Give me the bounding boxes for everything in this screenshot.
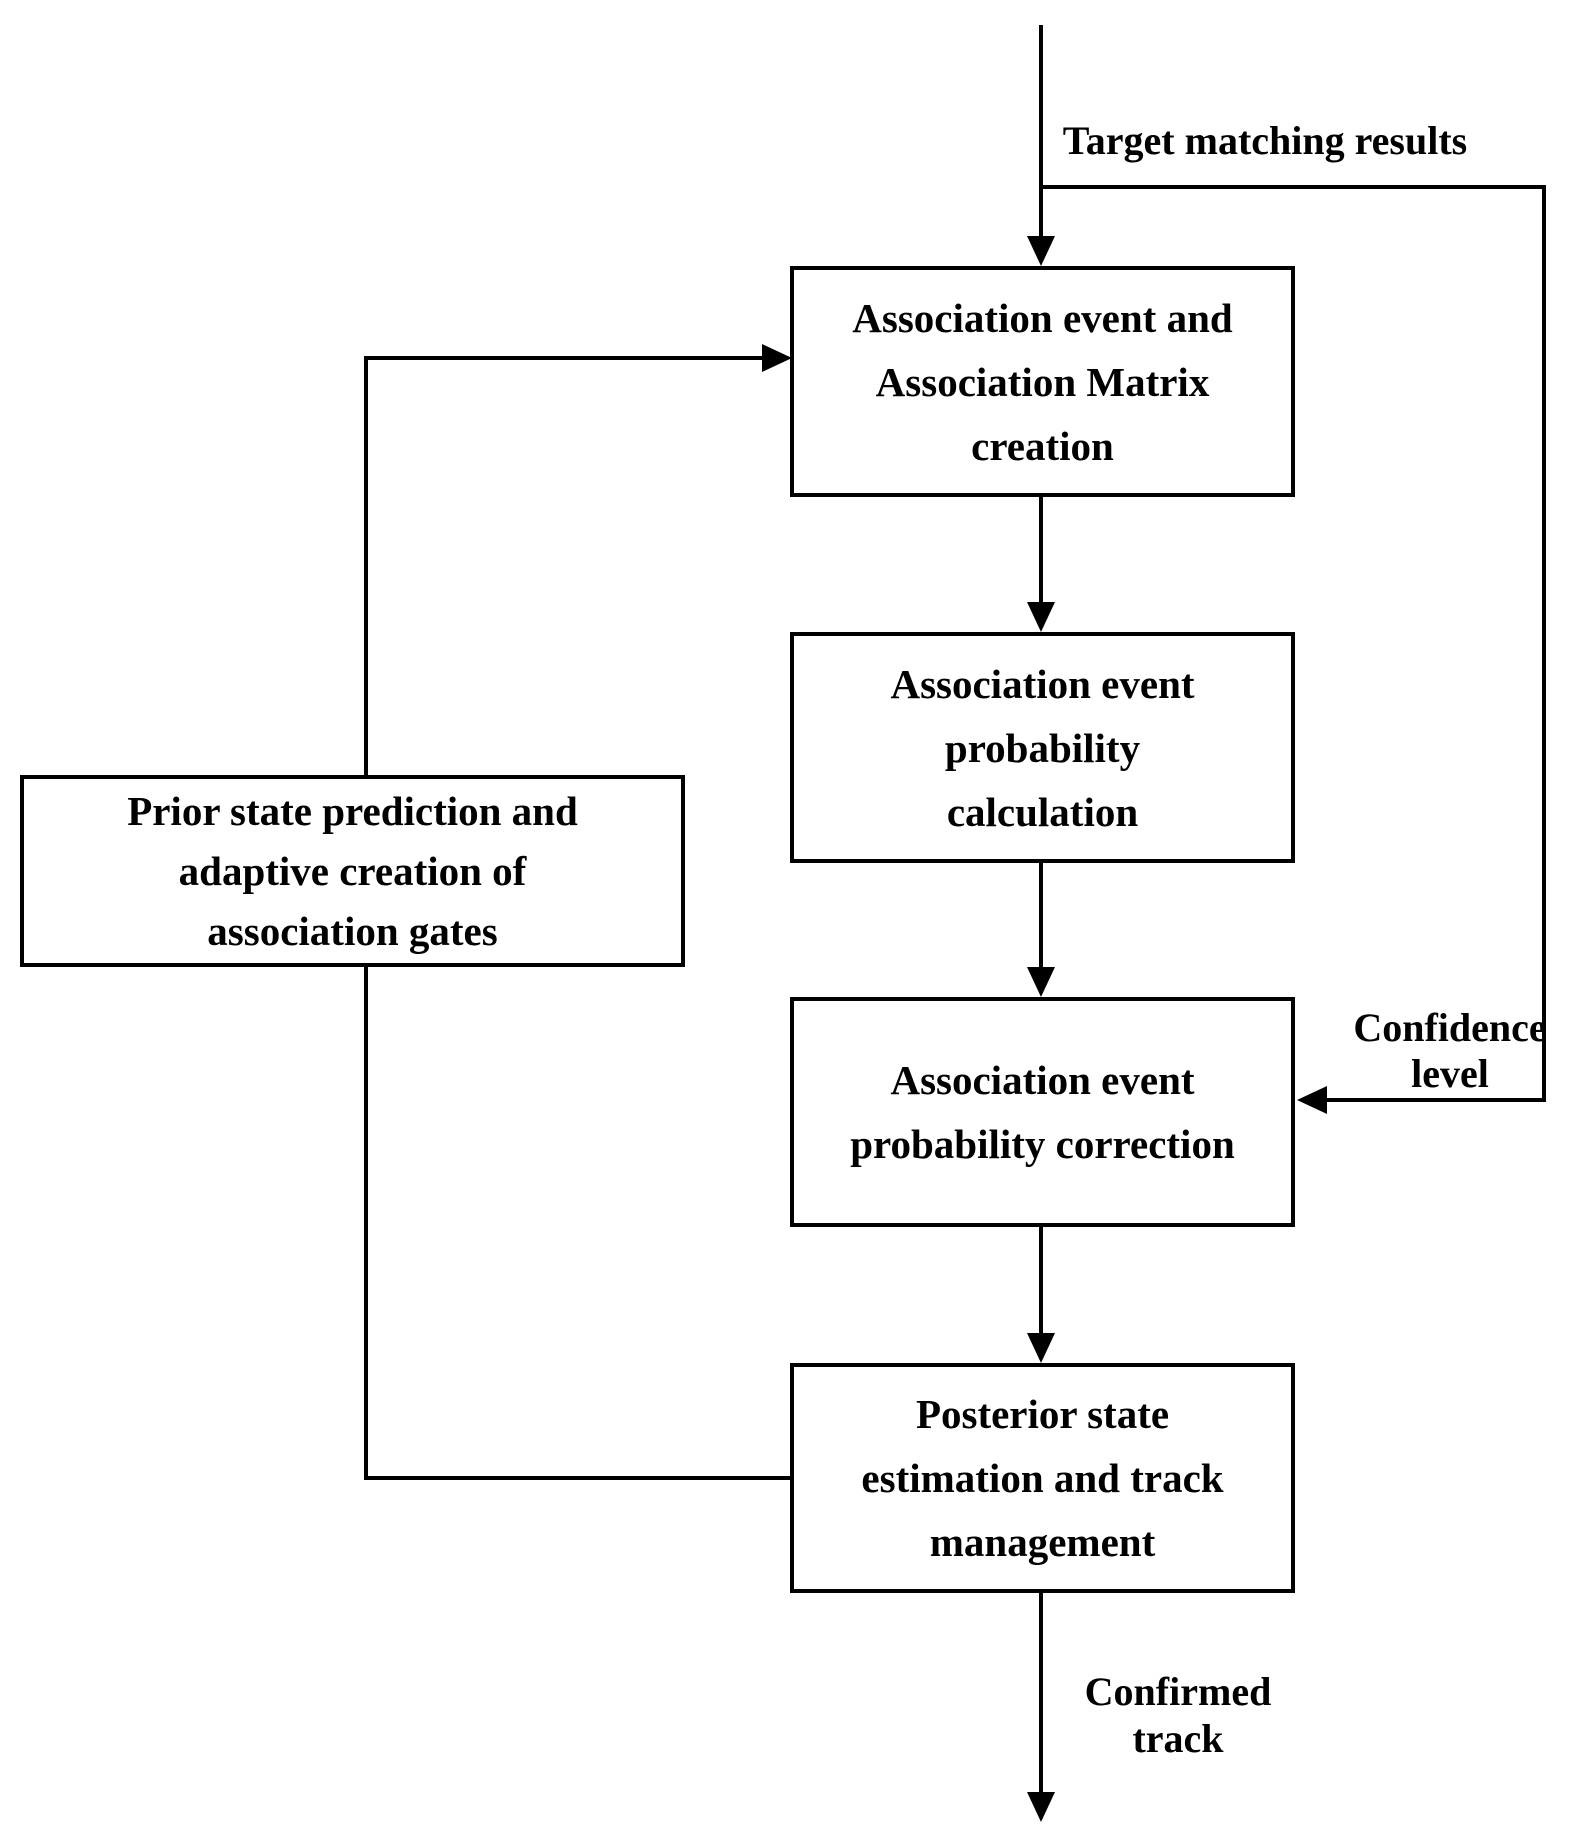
output-flow-line xyxy=(1039,1593,1043,1792)
node-label-line: Association Matrix xyxy=(875,358,1210,405)
flow-line-calculation-to-correction xyxy=(1039,863,1043,967)
edge-label-line: Confirmed xyxy=(1084,1669,1272,1714)
edge-label-confidence-level: Confidence level xyxy=(1305,1005,1576,1097)
node-label-line: probability correction xyxy=(850,1121,1235,1167)
node-label-line: Association event xyxy=(890,1057,1195,1103)
prediction-feedback-bottom-line xyxy=(364,1476,792,1480)
node-label-line: Posterior state xyxy=(915,1391,1170,1437)
arrowhead-down-icon xyxy=(1027,967,1055,997)
node-label-line: Association event xyxy=(890,660,1195,707)
node-association-event-probability-calculation: Association event probability calculatio… xyxy=(790,632,1295,863)
flow-line-creation-to-calculation xyxy=(1039,497,1043,602)
arrowhead-down-icon xyxy=(1027,602,1055,632)
edge-label-line: Target matching results xyxy=(1062,118,1468,163)
node-label-line: management xyxy=(929,1519,1156,1565)
arrowhead-down-icon xyxy=(1027,236,1055,266)
node-label-line: association gates xyxy=(207,908,498,954)
flow-line-correction-to-estimation xyxy=(1039,1227,1043,1333)
node-label-line: Prior state prediction and xyxy=(127,788,578,834)
edge-label-confirmed-track: Confirmed track xyxy=(1053,1668,1303,1762)
target-results-branch-line xyxy=(1039,185,1546,189)
node-label-line: calculation xyxy=(946,788,1139,835)
arrowhead-down-icon xyxy=(1027,1792,1055,1822)
node-label-line: estimation and track xyxy=(861,1455,1224,1501)
node-association-event-probability-correction: Association event probability correction xyxy=(790,997,1295,1227)
edge-label-line: level xyxy=(1411,1051,1489,1096)
edge-label-line: Confidence xyxy=(1353,1005,1547,1050)
node-label-line: probability xyxy=(944,724,1141,771)
node-label-line: creation xyxy=(971,422,1114,469)
node-label-line: adaptive creation of xyxy=(178,848,527,894)
arrowhead-down-icon xyxy=(1027,1333,1055,1363)
node-label-line: Association event and xyxy=(852,294,1233,341)
node-posterior-state-estimation-track-management: Posterior state estimation and track man… xyxy=(790,1363,1295,1593)
node-prior-state-prediction-association-gates: Prior state prediction and adaptive crea… xyxy=(20,775,685,967)
input-flow-line xyxy=(1039,25,1043,236)
arrowhead-right-icon xyxy=(762,344,792,372)
edge-label-line: track xyxy=(1132,1716,1224,1761)
confidence-arrow-line xyxy=(1327,1098,1546,1102)
node-association-event-matrix-creation: Association event and Association Matrix… xyxy=(790,266,1295,497)
edge-label-target-matching-results: Target matching results xyxy=(1040,116,1490,166)
prediction-feedback-top-line xyxy=(364,356,762,360)
arrowhead-left-icon xyxy=(1297,1086,1327,1114)
confidence-feedback-line xyxy=(1542,185,1546,1102)
